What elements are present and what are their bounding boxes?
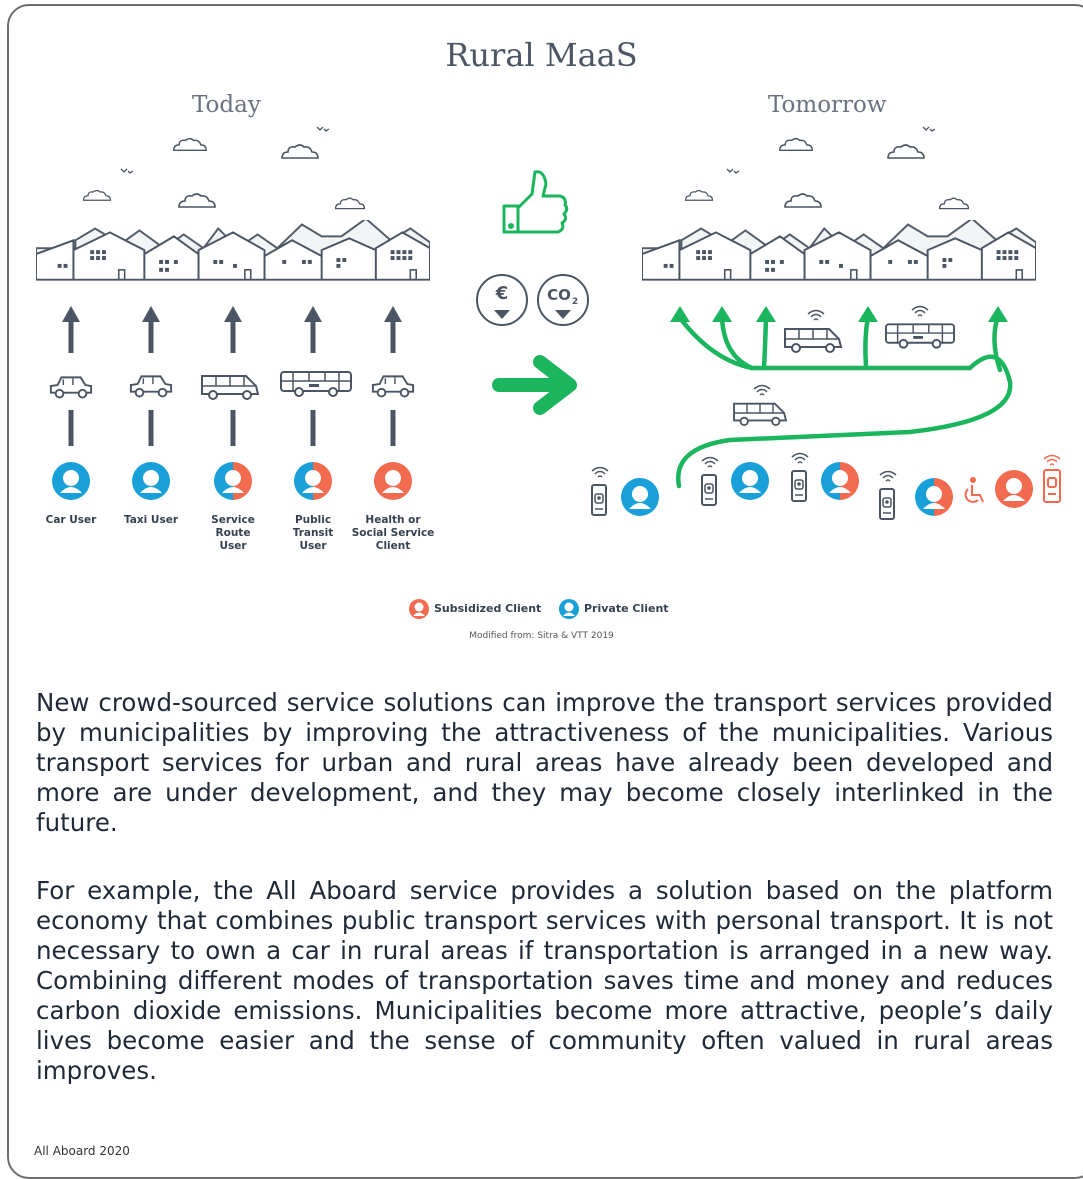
today-arrows [62,306,402,446]
infographic-card [7,4,1083,1179]
co2-subscript: 2 [572,297,578,307]
phone-icon [791,470,807,502]
wifi-icon [701,456,719,468]
cloud-icon [784,193,822,208]
co2-reduction-icon [537,274,589,326]
cloud-icon [281,144,319,159]
cloud-icon [173,137,207,152]
user-type-label: Car User [45,514,97,526]
credit-line: All Aboard 2020 [34,1144,130,1158]
cost-reduction-icon [476,274,528,326]
wifi-icon [753,384,771,396]
cloud-icon [887,144,925,159]
cloud-icon [684,189,714,201]
diagram-title: Rural MaaS [445,36,638,74]
paragraph-1: New crowd-sourced service solutions can … [36,688,1053,837]
bus-icon [884,323,956,349]
diagram-source: Modified from: Sitra & VTT 2019 [469,631,614,641]
phone-icon [701,474,717,506]
phone-icon [591,484,607,516]
phone-icon [1043,469,1061,503]
tomorrow-label: Tomorrow [768,92,887,118]
van-icon [783,327,843,353]
mixed-client-avatar [915,478,953,516]
legend-private: Private Client [584,602,669,615]
taxi-icon [129,375,173,398]
user-type-label: Taxi User [124,514,178,526]
bird-icon [726,168,740,174]
cloud-icon [82,189,112,201]
town-today [36,220,430,281]
wifi-icon [1043,454,1061,466]
town-tomorrow [642,220,1036,281]
demand-responsive-routes [676,313,1013,489]
today-label: Today [192,92,261,118]
bird-icon [120,168,134,174]
user-type-label: Public Transit User [292,514,334,552]
wifi-icon [591,466,609,478]
private-client-avatar [731,462,769,500]
euro-symbol: € [495,283,509,304]
wifi-icon [879,470,897,482]
user-type-label: Health or Social Service Client [351,514,435,552]
mixed-client-avatar [821,462,859,500]
van-icon [733,402,787,426]
paragraph-2: For example, the All Aboard service prov… [36,876,1053,1085]
cloud-icon [334,197,366,210]
car-icon [49,376,93,399]
legend-subsidized: Subsidized Client [434,602,542,615]
wifi-icon [911,305,929,317]
wheelchair-icon [964,477,984,503]
wifi-icon [791,452,809,464]
cloud-icon [938,197,970,210]
wifi-icon [807,309,825,321]
route-arrowheads [670,306,1008,322]
taxi-icon [371,375,415,398]
subsidized-legend-marker [409,599,429,619]
bird-icon [922,126,936,132]
cloud-icon [778,137,814,152]
phone-icon [879,488,895,520]
user-avatars [52,462,412,500]
bus-icon [280,371,352,397]
rural-maas-diagram: € CO 2 [36,126,1061,619]
bird-icon [316,126,330,132]
thumbs-up-icon [502,170,569,234]
transition-arrow-icon [492,355,577,415]
van-icon [200,374,260,400]
subsidized-client-avatar [995,470,1033,508]
cloud-icon [178,193,216,208]
private-client-avatar [621,478,659,516]
user-type-label: Service Route User [211,514,255,552]
co2-symbol: CO [547,286,571,304]
private-legend-marker [559,599,579,619]
